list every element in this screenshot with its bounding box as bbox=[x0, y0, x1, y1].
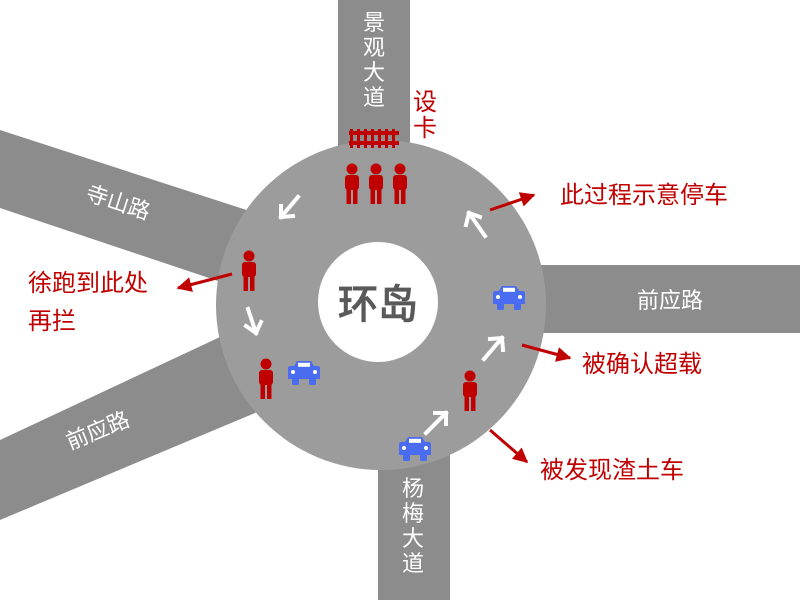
annotation-checkpoint-text: 设卡 bbox=[413, 88, 437, 142]
road-label-east: 前应路 bbox=[637, 289, 703, 314]
pointer-arrow-icon bbox=[489, 192, 536, 212]
flow-arrow-icon bbox=[481, 335, 506, 362]
road-label-north-text: 景观大道 bbox=[363, 11, 385, 111]
road-label-north: 景观大道 bbox=[363, 11, 385, 111]
pointer-arrow-icon bbox=[489, 428, 529, 464]
road-label-south: 杨梅大道 bbox=[402, 477, 424, 577]
annotation-confirmed-overload: 被确认超载 bbox=[582, 350, 702, 378]
annotation-ran-here-line2: 再拦 bbox=[28, 307, 76, 335]
pointer-arrow-icon bbox=[176, 272, 233, 292]
barrier-icon bbox=[349, 129, 399, 148]
flow-arrow-icon bbox=[243, 306, 264, 337]
flow-arrows bbox=[243, 194, 506, 436]
flow-arrow-icon bbox=[463, 210, 488, 239]
northwest-road bbox=[0, 130, 262, 290]
flow-arrow-icon bbox=[278, 194, 301, 220]
pointer-arrows bbox=[176, 192, 572, 464]
annotation-checkpoint: 设卡 bbox=[413, 88, 437, 142]
road-label-south-text: 杨梅大道 bbox=[402, 477, 424, 577]
pointer-arrow-icon bbox=[521, 343, 572, 362]
annotation-ran-here-line1: 徐跑到此处 bbox=[28, 269, 148, 297]
southwest-road bbox=[0, 330, 262, 520]
annotation-truck-found: 被发现渣土车 bbox=[540, 456, 684, 484]
center-label: 环岛 bbox=[338, 282, 418, 328]
center-island bbox=[318, 242, 438, 362]
flow-arrow-icon bbox=[423, 410, 449, 436]
east-road bbox=[520, 265, 800, 333]
annotation-illustration-note: 此过程示意停车 bbox=[560, 181, 728, 209]
